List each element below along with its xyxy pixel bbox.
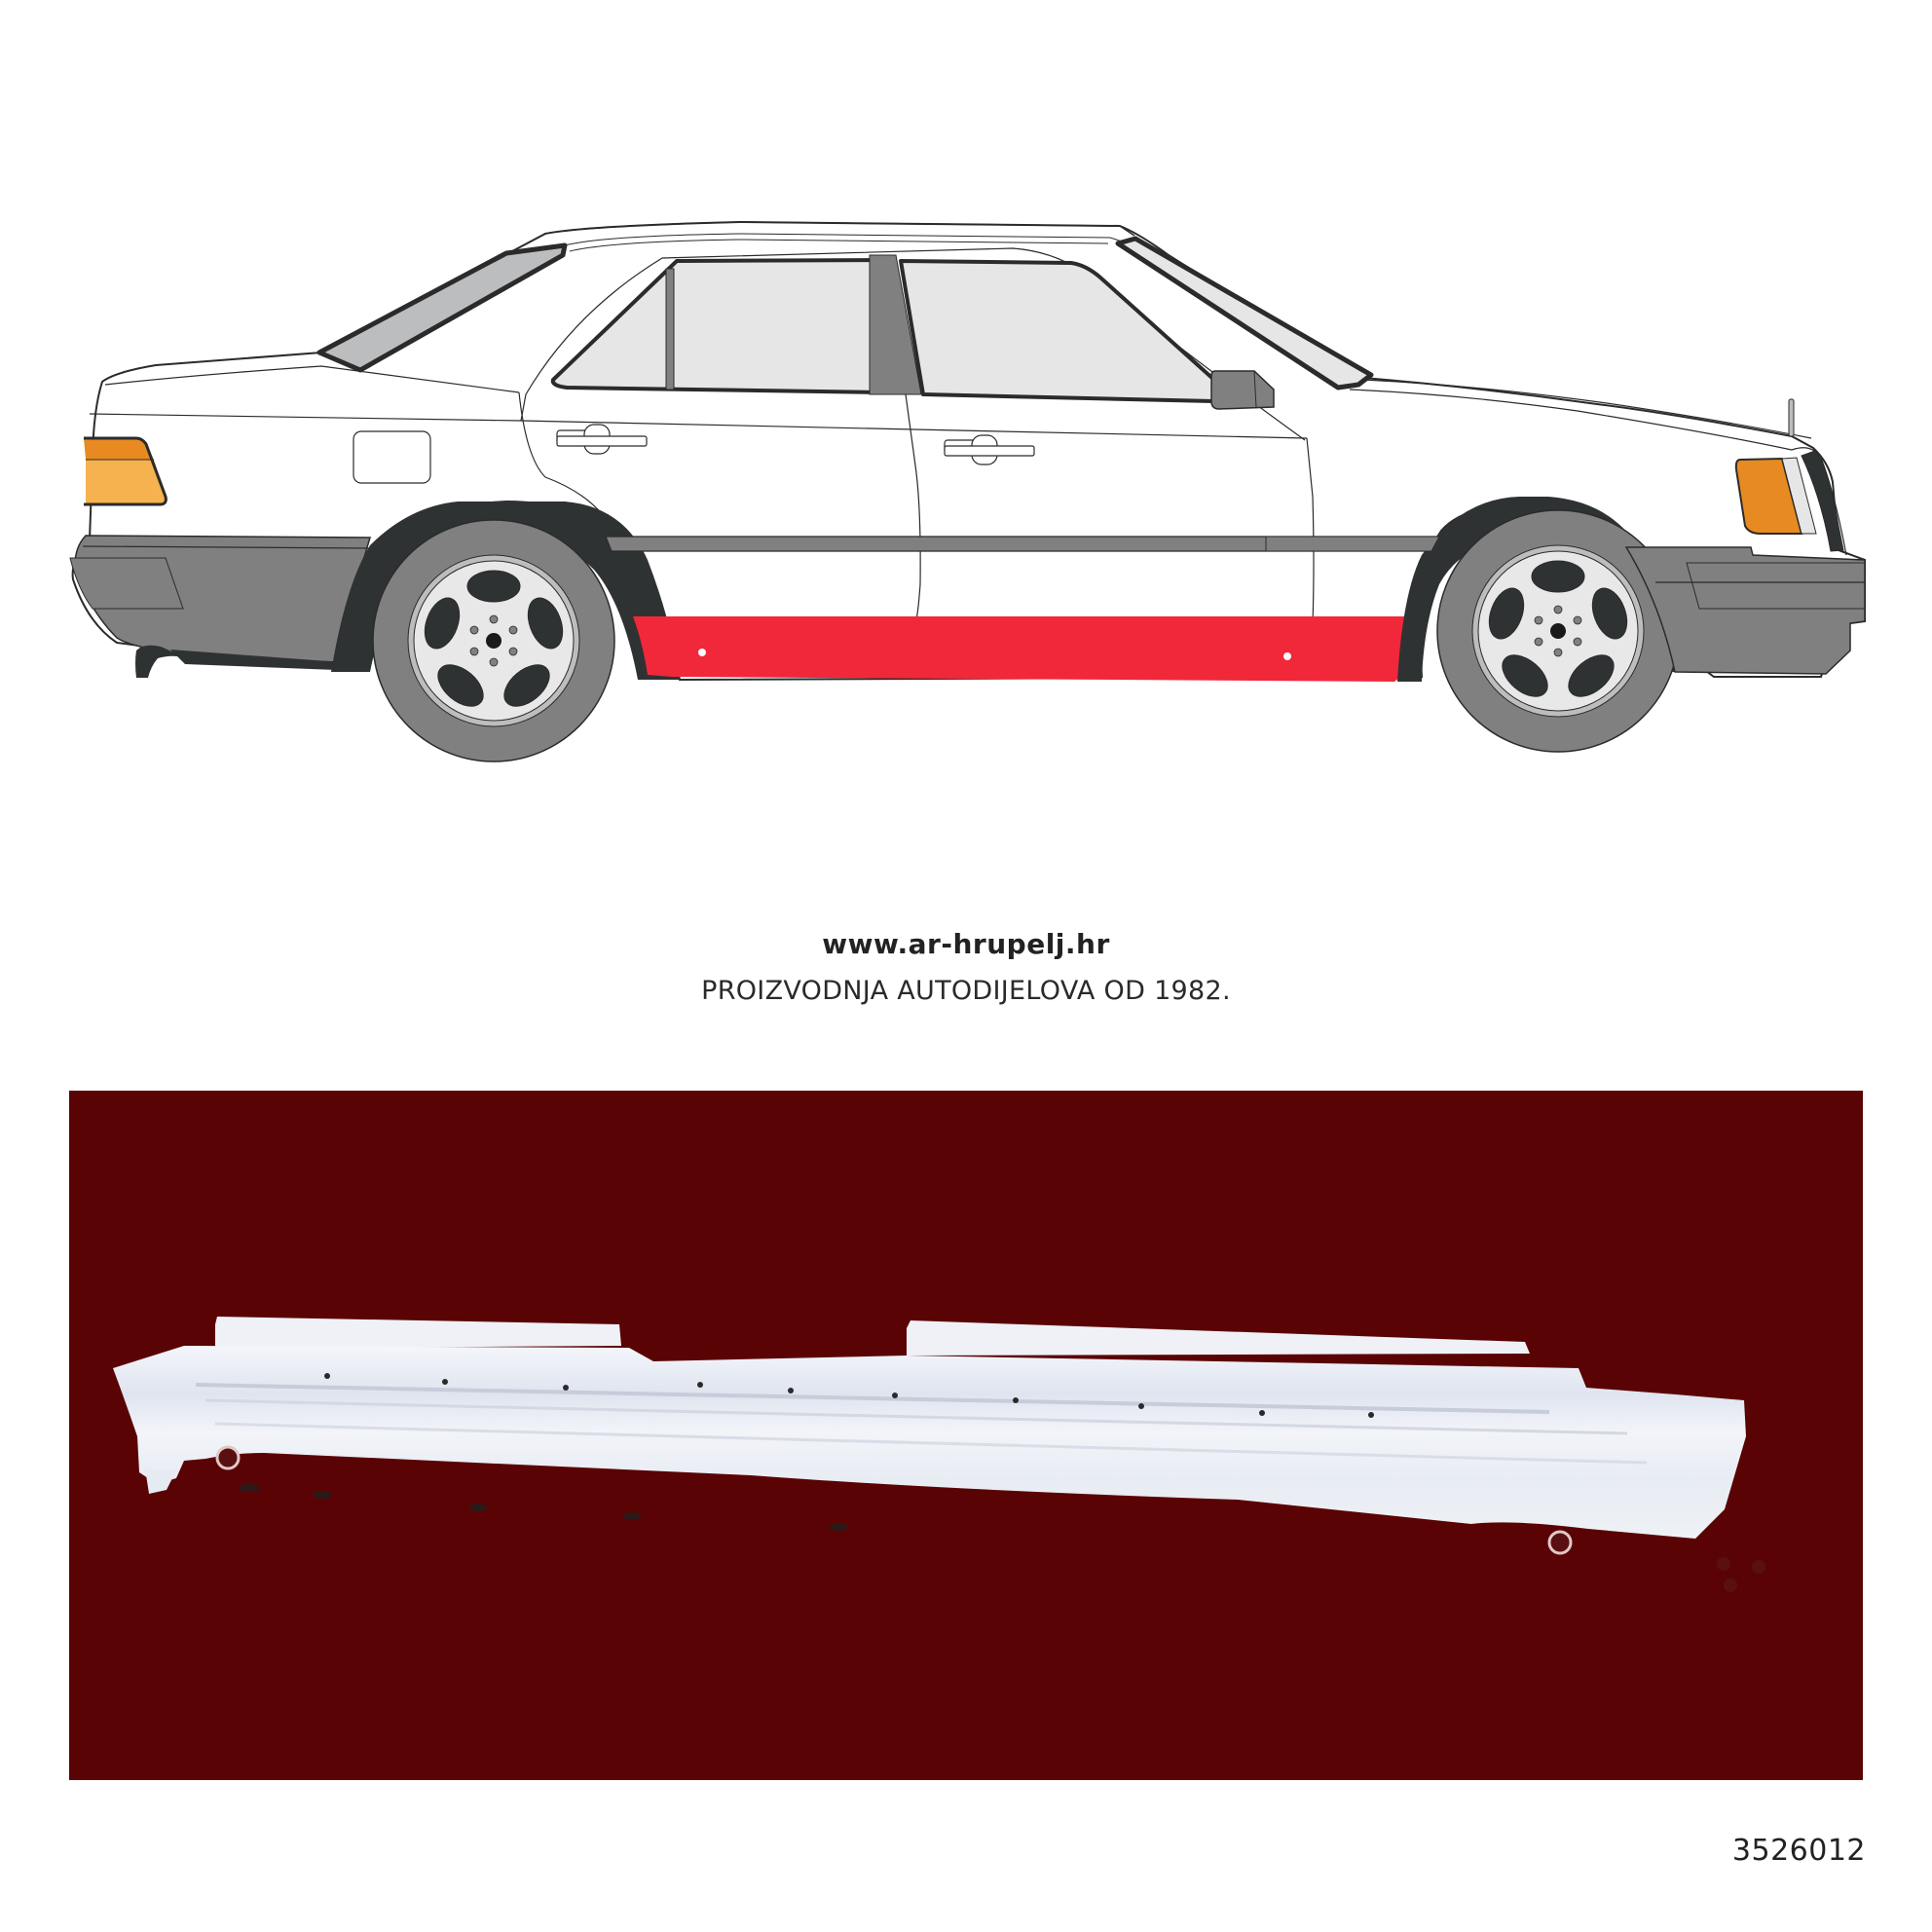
sill-upper-flange-mid — [907, 1320, 1530, 1356]
grille — [1801, 450, 1844, 552]
rear-wheel — [372, 519, 615, 762]
trunk-line — [104, 365, 520, 393]
sill-hole-front — [1283, 652, 1291, 660]
tail-light — [84, 436, 167, 506]
rear-reflector — [69, 557, 184, 610]
b-pillar-door-seam — [905, 393, 921, 620]
sill-ridge-2 — [204, 1398, 1628, 1435]
brand-block: www.ar-hrupelj.hr PROIZVODNJA AUTODIJELO… — [0, 925, 1932, 1011]
sill-rear-tab — [145, 1468, 176, 1494]
windshield — [1115, 236, 1374, 390]
front-indicator — [1734, 457, 1803, 535]
part-number: 3526012 — [1731, 1834, 1866, 1868]
part-photo-panel — [69, 1091, 1863, 1780]
exhaust-pipe — [135, 645, 185, 678]
hood-line — [1349, 389, 1793, 451]
sill-part-photo — [113, 1317, 1765, 1592]
front-wheel — [1436, 509, 1680, 753]
grille-surround — [1791, 447, 1847, 556]
rear-window — [316, 242, 568, 373]
brand-tagline: PROIZVODNJA AUTODIJELOVA OD 1982. — [701, 976, 1231, 1006]
fuel-flap — [353, 430, 431, 484]
sill-ridge-1 — [195, 1383, 1550, 1414]
front-door-handle — [944, 434, 1035, 465]
front-bumper-strip — [1686, 562, 1866, 610]
sill-ridge-3 — [214, 1422, 1648, 1465]
side-mirror — [1210, 370, 1275, 410]
sill-upper-flange-rear — [215, 1317, 621, 1349]
highlighted-sill-panel — [633, 616, 1412, 682]
front-side-molding — [1265, 536, 1440, 552]
sill-hole-c — [1724, 1579, 1737, 1592]
headlight-edge — [1781, 457, 1817, 535]
sill-hole-a — [1717, 1557, 1730, 1571]
sill-jack-hole-front — [1547, 1530, 1573, 1555]
sill-oval-slots — [239, 1484, 847, 1531]
bumper-line — [82, 545, 371, 549]
sill-weld-holes — [324, 1373, 1374, 1418]
car-side-illustration — [69, 220, 1866, 762]
sill-jack-hole-rear — [215, 1445, 241, 1470]
roof-line — [544, 221, 1135, 237]
rear-quarter-divider — [665, 268, 675, 390]
hood-star — [1788, 398, 1795, 437]
brand-url[interactable]: www.ar-hrupelj.hr — [822, 928, 1110, 960]
rear-door-handle — [556, 424, 648, 455]
sill-hole-rear — [698, 649, 706, 656]
sill-hole-b — [1752, 1560, 1765, 1574]
roof-trim-line-2 — [569, 239, 1109, 252]
hood-line-2 — [1362, 379, 1812, 439]
rear-underbody — [170, 650, 341, 670]
mirror-line — [1253, 371, 1257, 408]
